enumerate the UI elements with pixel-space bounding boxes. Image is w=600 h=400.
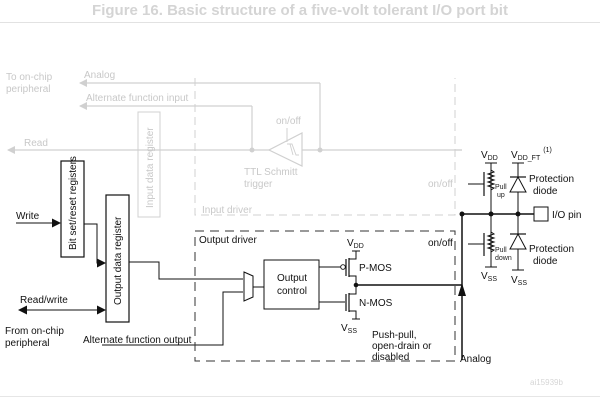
pmos-gate-bubble	[340, 264, 346, 270]
output-mode-label: Push-pull,	[372, 330, 416, 341]
pullup-resistor	[486, 169, 496, 191]
output-data-register	[105, 194, 130, 323]
pullup-label: Pull	[495, 184, 507, 191]
bit-set-reset-registers	[60, 160, 85, 258]
output-region: Bit set/reset registers Output data regi…	[5, 156, 491, 365]
output-control-label-2: control	[277, 286, 307, 297]
input-driver-label: Input driver	[202, 205, 253, 216]
junction-dot	[249, 147, 255, 153]
alt-func-output-label: Alternate function output	[83, 335, 192, 346]
upper-protection-diode	[509, 175, 527, 193]
title-divider	[0, 22, 600, 23]
analog-arrow	[458, 283, 466, 296]
pullup-onoff-label: on/off	[428, 179, 453, 190]
diode-vss-label: VSS	[511, 275, 527, 287]
lower-protection-diode	[509, 232, 527, 250]
read-label: Read	[24, 138, 48, 149]
pmos-label: P-MOS	[359, 263, 392, 274]
write-label: Write	[16, 211, 40, 222]
schmitt-trigger-symbol	[267, 132, 303, 167]
upper-diode-label-2: diode	[533, 186, 558, 197]
lower-diode-label: Protection	[529, 244, 574, 255]
output-control-label: Output	[277, 273, 307, 284]
analog-output-label: Analog	[460, 354, 491, 365]
output-driver-boundary	[194, 230, 456, 362]
multiplexer-symbol	[243, 271, 254, 302]
pullup-label-2: up	[497, 192, 505, 199]
to-peripheral-label: To on-chip	[6, 72, 53, 83]
vdd-ft-label: VDD_FT(1)	[511, 147, 552, 162]
pin-protection-region: I/O pin VDD Pull up Pull down VSS VDD_FT…	[459, 147, 581, 287]
schmitt-onoff-label: on/off	[276, 116, 301, 127]
io-pin-label: I/O pin	[552, 210, 581, 221]
pulldown-vss-label: VSS	[481, 271, 497, 283]
upper-diode-label: Protection	[529, 174, 574, 185]
pulldown-onoff-label: on/off	[428, 238, 453, 249]
pulldown-label: Pull	[495, 247, 507, 254]
pmos-vdd-label: VDD	[347, 238, 364, 250]
schmitt-trigger-label: TTL Schmitt	[244, 167, 298, 178]
alt-func-input-label: Alternate function input	[86, 93, 189, 104]
nmos-vss-label: VSS	[341, 323, 357, 335]
from-peripheral-label-2: peripheral	[5, 338, 49, 349]
schmitt-trigger-label-2: trigger	[244, 179, 273, 190]
junction-dot	[459, 211, 465, 217]
input-driver-region: Input driver To on-chip peripheral Analo…	[6, 70, 462, 218]
pulldown-label-2: down	[495, 255, 512, 262]
to-peripheral-label-2: peripheral	[6, 84, 50, 95]
pullup-vdd-label: VDD	[481, 150, 498, 162]
from-peripheral-label: From on-chip	[5, 326, 64, 337]
figure-title: Figure 16. Basic structure of a five-vol…	[92, 2, 508, 19]
analog-input-label: Analog	[84, 70, 115, 81]
output-mode-label-3: disabled	[372, 352, 409, 363]
input-driver-boundary	[194, 78, 456, 216]
nmos-label: N-MOS	[359, 298, 393, 309]
bottom-divider	[0, 396, 600, 397]
lower-diode-label-2: diode	[533, 256, 558, 267]
io-pin-box	[533, 206, 549, 222]
output-control-block	[263, 259, 320, 310]
read-write-label: Read/write	[20, 295, 68, 306]
pulldown-resistor	[486, 231, 496, 253]
output-data-register-label: Output data register	[113, 216, 124, 305]
junction-dot	[317, 147, 323, 153]
output-driver-label: Output driver	[199, 235, 257, 246]
figure-ref-code: ai15939b	[530, 378, 563, 387]
bit-set-reset-label: Bit set/reset registers	[68, 156, 79, 250]
input-data-register-label: Input data register	[145, 127, 156, 208]
output-mode-label-2: open-drain or	[372, 341, 432, 352]
input-data-register	[137, 111, 161, 218]
